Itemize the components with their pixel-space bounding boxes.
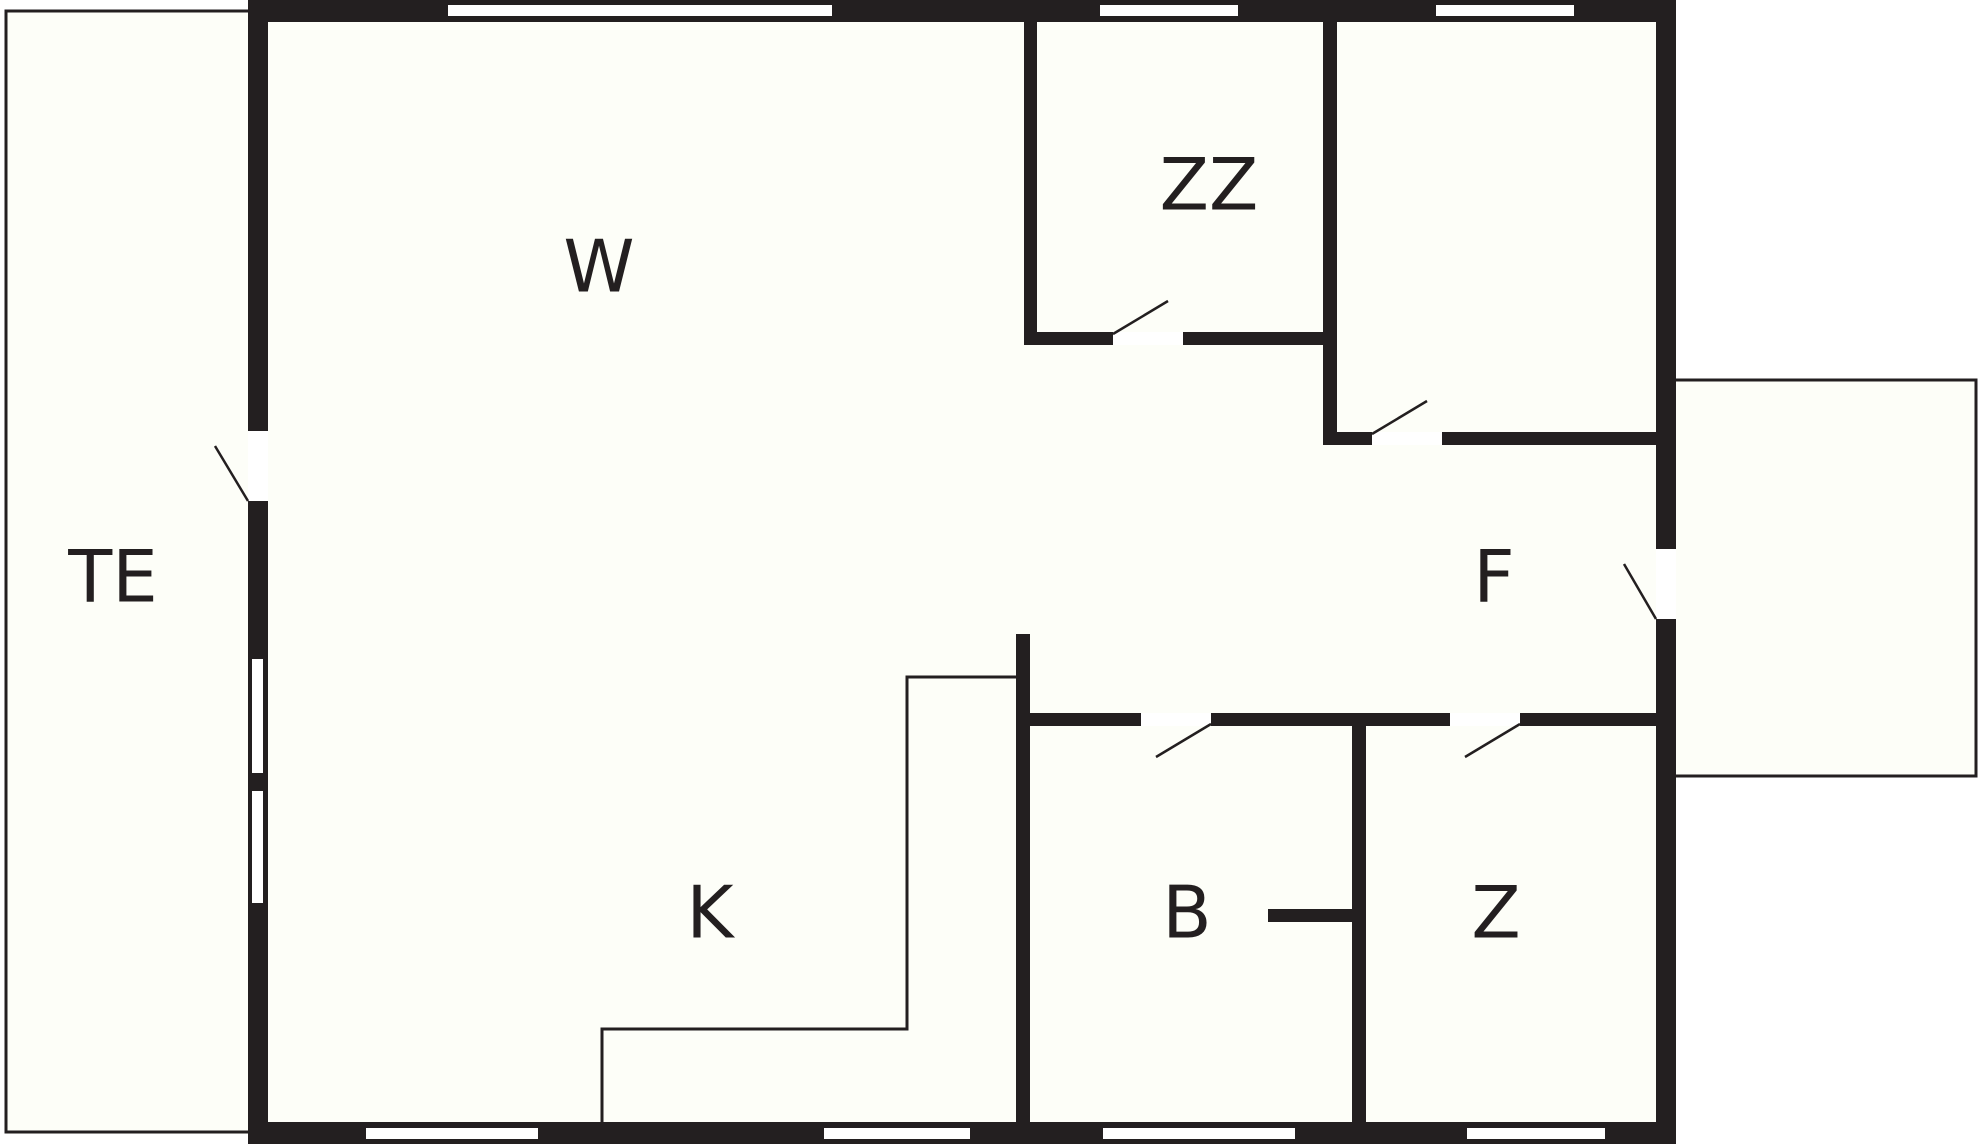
wall-hall-bottom bbox=[1016, 713, 1666, 726]
window-left-2 bbox=[252, 791, 263, 903]
door-leaf-room bbox=[1371, 399, 1428, 436]
door-opening-room bbox=[1372, 432, 1442, 445]
door-leaf-bathroom bbox=[1155, 722, 1212, 759]
wall-kitchen-right-stub bbox=[1016, 634, 1030, 714]
wall-bath-right bbox=[1352, 713, 1366, 1133]
door-leaf-terrace bbox=[213, 445, 250, 502]
door-opening-bathroom bbox=[1141, 713, 1211, 726]
door-opening-bedroom bbox=[1450, 713, 1520, 726]
door-leaf-zz bbox=[1112, 299, 1169, 336]
wall-bath-left bbox=[1016, 713, 1030, 1133]
house-floor bbox=[260, 18, 1660, 1128]
doors bbox=[213, 299, 1676, 759]
door-leaf-entrance bbox=[1622, 563, 1658, 620]
wall-room-left bbox=[1323, 18, 1337, 444]
window-top-2 bbox=[1100, 5, 1238, 16]
door-opening-entrance bbox=[1656, 549, 1676, 619]
room-label-terrace: TE bbox=[67, 535, 157, 619]
side-deck-outline bbox=[1672, 378, 1978, 778]
windows bbox=[252, 5, 1605, 1139]
door-opening-terrace bbox=[248, 431, 268, 501]
kitchen-counter bbox=[600, 675, 1018, 1126]
room-label-living: W bbox=[563, 225, 634, 309]
window-left-1 bbox=[252, 659, 263, 773]
thin-outlines bbox=[4, 9, 1978, 1134]
window-top-3 bbox=[1436, 5, 1574, 16]
wall-bath-stub bbox=[1268, 909, 1356, 922]
door-opening-zz bbox=[1113, 332, 1183, 345]
room-label-bathroom: B bbox=[1162, 871, 1211, 955]
wall-zz-left bbox=[1024, 18, 1037, 344]
wall-left bbox=[248, 0, 268, 1144]
room-label-sleeping-large: ZZ bbox=[1160, 143, 1259, 227]
terrace-floor bbox=[6, 10, 248, 1134]
window-bottom-4 bbox=[1467, 1128, 1605, 1139]
room-labels: TE W ZZ F K B Z bbox=[67, 143, 1520, 955]
window-bottom-3 bbox=[1103, 1128, 1295, 1139]
room-label-sleeping-small: Z bbox=[1471, 871, 1520, 955]
terrace-outline bbox=[4, 9, 250, 1134]
room-label-hall: F bbox=[1473, 535, 1514, 619]
window-top-1 bbox=[448, 5, 832, 16]
window-bottom-2 bbox=[824, 1128, 970, 1139]
room-label-kitchen: K bbox=[686, 871, 735, 955]
floor-areas bbox=[6, 10, 1976, 1134]
window-bottom-1 bbox=[366, 1128, 538, 1139]
side-deck-floor bbox=[1672, 380, 1976, 776]
door-leaf-bedroom bbox=[1464, 722, 1521, 759]
